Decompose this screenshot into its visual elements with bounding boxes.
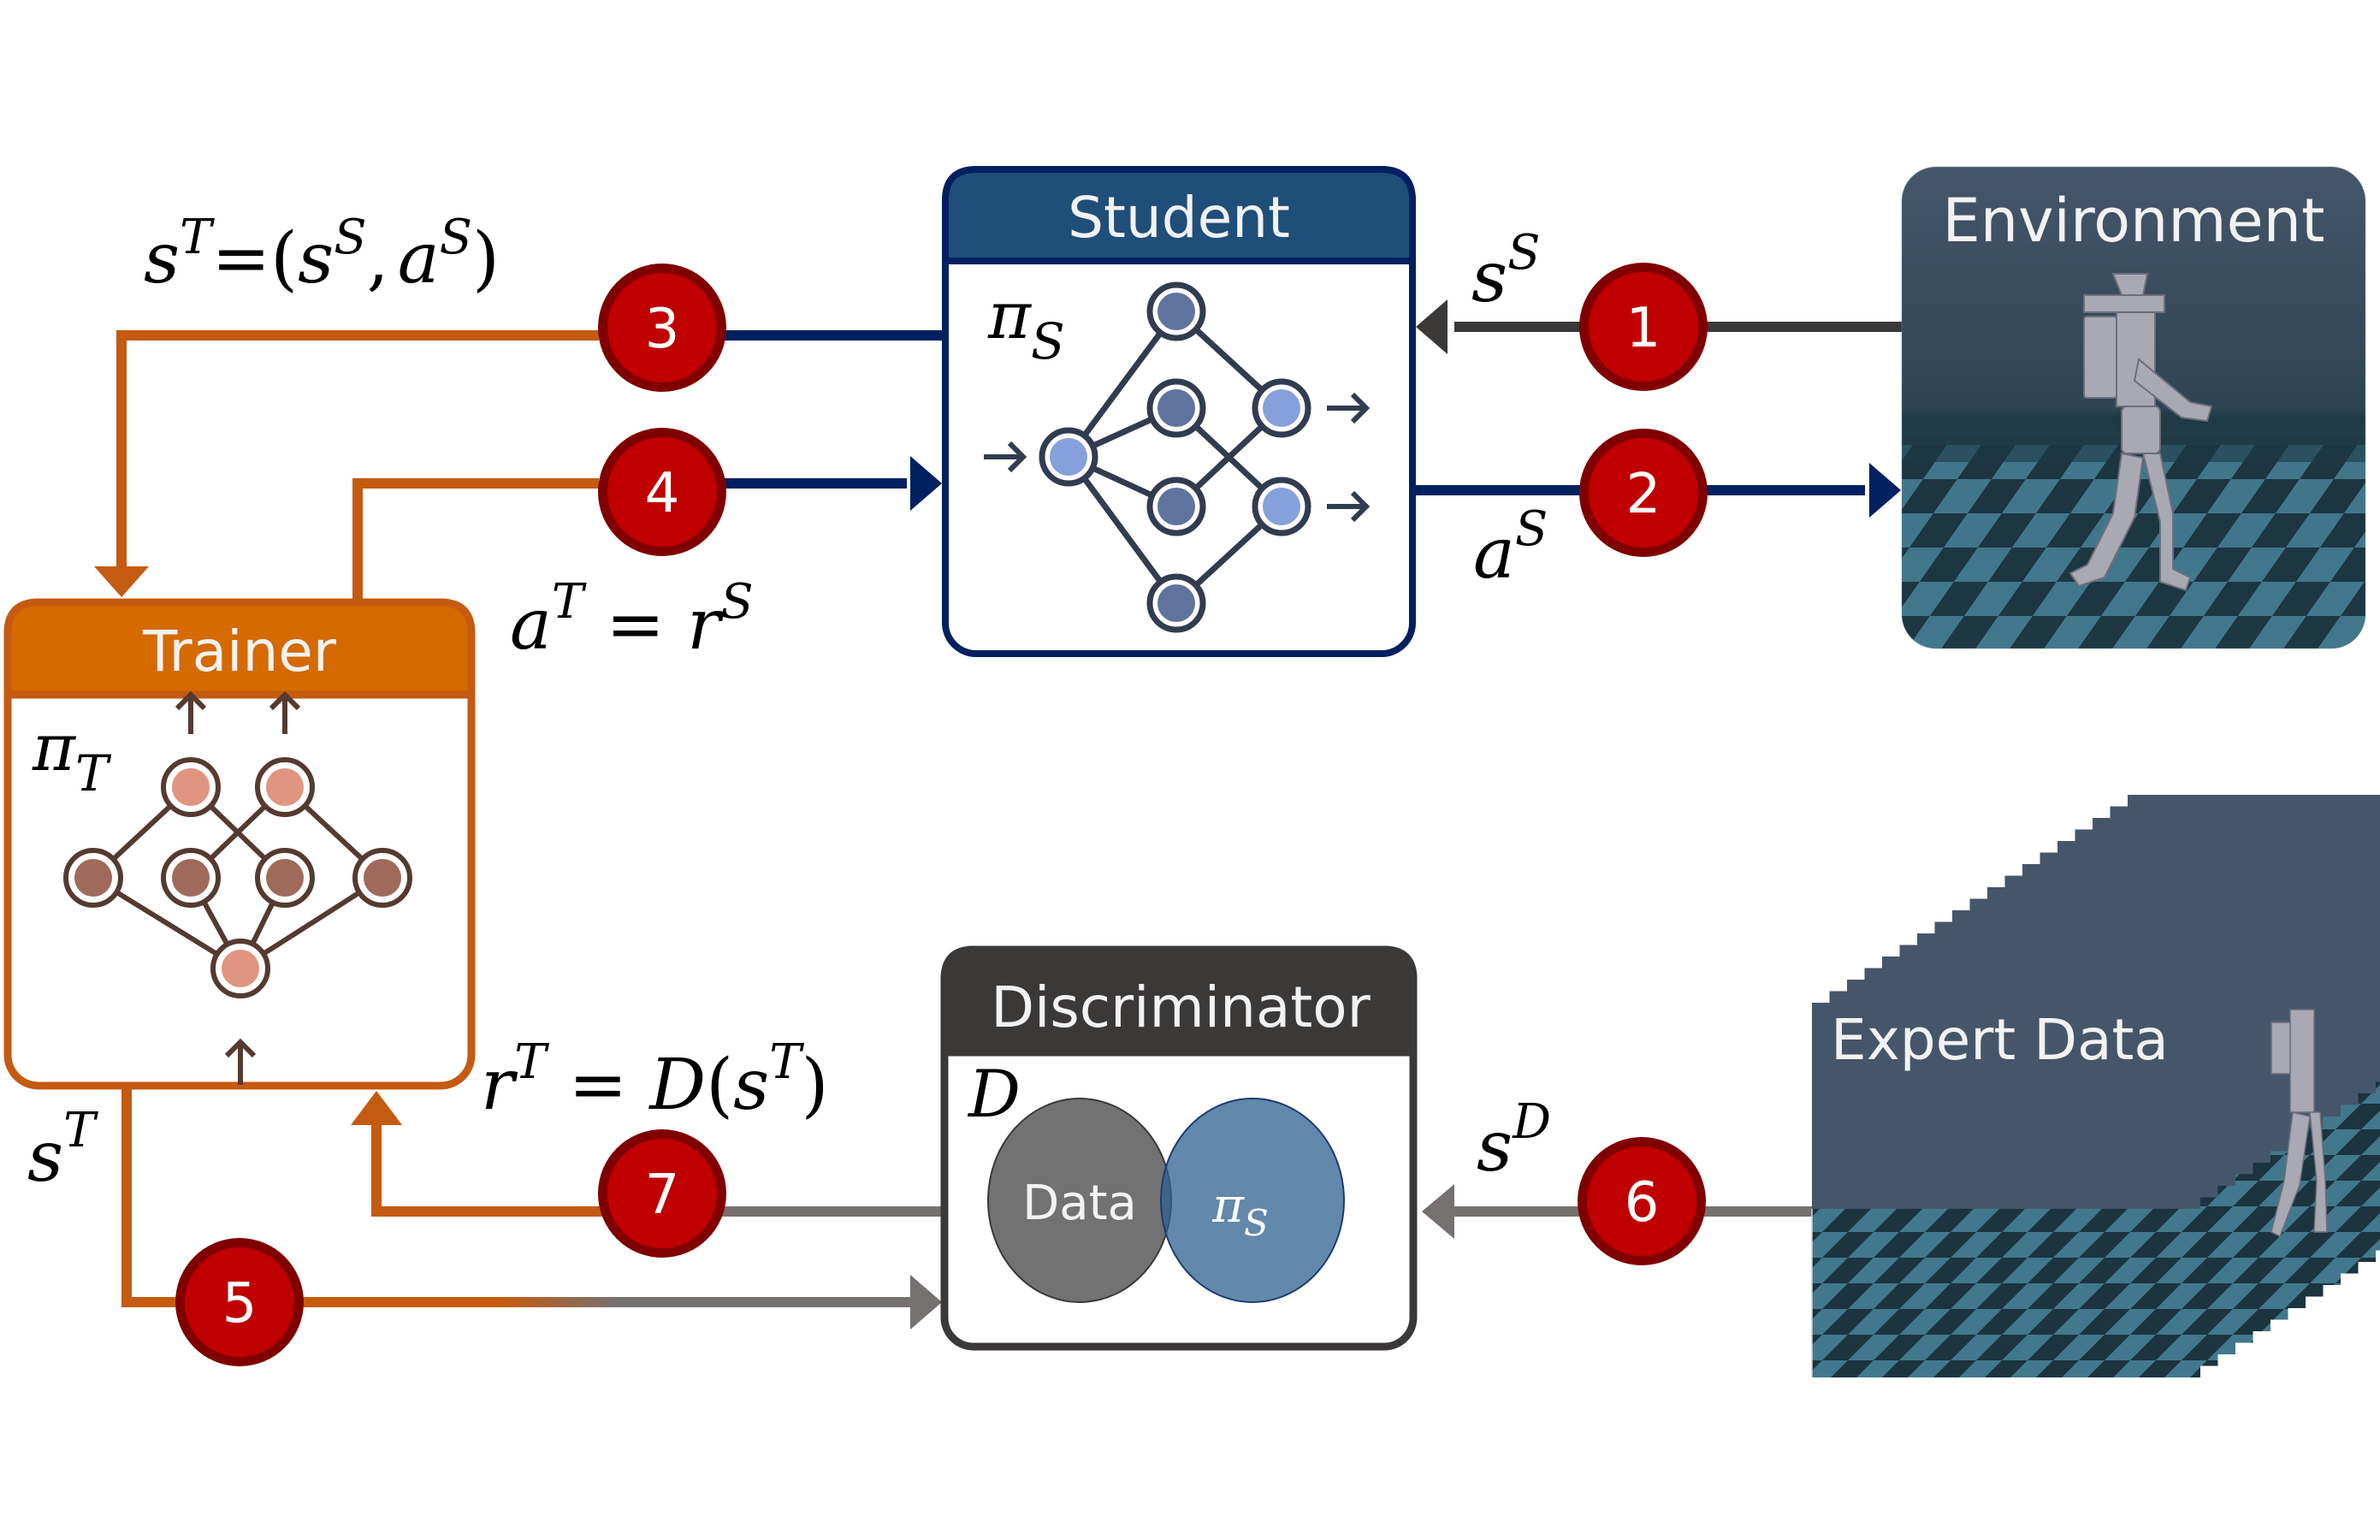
network-node xyxy=(1263,488,1300,525)
label-step-6: sD xyxy=(1477,1094,1551,1188)
badge-number: 1 xyxy=(1626,297,1661,360)
step-badge-3: 3 xyxy=(598,264,726,392)
badge-number: 5 xyxy=(222,1272,258,1336)
student-box[interactable]: Student πS xyxy=(942,166,1416,657)
network-node xyxy=(1157,389,1195,427)
step-badge-5: 5 xyxy=(175,1238,304,1366)
badge-number: 6 xyxy=(1625,1171,1660,1235)
badge-number: 4 xyxy=(645,462,680,525)
output-arrow-icon-head xyxy=(1350,392,1371,424)
discriminator-title: Discriminator xyxy=(991,974,1371,1040)
expert-frame xyxy=(1811,1003,2200,1377)
student-policy-symbol: πS xyxy=(987,277,1065,370)
environment-panel[interactable]: Environment xyxy=(1901,166,2366,649)
network-node xyxy=(74,859,112,897)
network-node xyxy=(172,859,210,897)
output-arrow-icon-head xyxy=(269,690,301,711)
step-badge-4: 4 xyxy=(598,428,726,556)
label-step-5: sT xyxy=(27,1103,98,1198)
network-node xyxy=(266,859,304,897)
trainer-header xyxy=(3,598,476,699)
label-step-7: rT = D(sT) xyxy=(481,1034,829,1126)
badge-fill xyxy=(607,1139,717,1248)
network-node xyxy=(222,950,259,987)
robot-figure xyxy=(2270,1009,2328,1238)
badge-fill xyxy=(1589,272,1698,382)
input-arrow-icon-head xyxy=(224,1038,257,1058)
step-badges: 1 2 3 4 5 6 7 xyxy=(175,263,1708,1366)
venn-data-label: Data xyxy=(1022,1176,1137,1231)
expert-data-stack[interactable] xyxy=(1811,795,2380,1377)
badge-fill xyxy=(607,437,717,547)
robot-figure xyxy=(2069,273,2213,592)
trainer-policy-symbol: πT xyxy=(32,709,112,803)
step-badge-6: 6 xyxy=(1578,1137,1706,1265)
label-step-2: aS xyxy=(1473,501,1548,595)
step-badge-1: 1 xyxy=(1579,263,1708,391)
network-edge xyxy=(1066,309,1179,459)
trainer-network-icon xyxy=(63,690,412,1085)
network-node xyxy=(1157,584,1195,622)
discriminator-box[interactable]: Discriminator D Data πS xyxy=(940,945,1418,1351)
trainer-box[interactable]: Trainer πT xyxy=(3,598,476,1090)
student-header xyxy=(942,166,1416,264)
badge-number: 2 xyxy=(1626,463,1661,526)
checkerboard-floor xyxy=(1902,445,2365,649)
step-badge-7: 7 xyxy=(598,1129,726,1258)
output-arrow-icon-head xyxy=(175,690,207,711)
badge-number: 3 xyxy=(645,298,680,361)
network-node xyxy=(266,768,304,806)
student-network-icon xyxy=(984,281,1371,633)
expert-data-title: Expert Data xyxy=(1831,1007,2169,1073)
network-node xyxy=(1157,293,1195,330)
step-badge-2: 2 xyxy=(1579,429,1708,557)
badge-fill xyxy=(1587,1146,1696,1256)
network-node xyxy=(1157,488,1195,525)
badge-number: 7 xyxy=(645,1164,680,1227)
label-step-3: sT=(sS,aS) xyxy=(144,210,500,299)
label-step-4: aT = rS xyxy=(510,574,754,666)
venn-policy-circle xyxy=(1160,1098,1345,1303)
network-node xyxy=(1263,389,1300,427)
discriminator-header xyxy=(940,945,1418,1057)
badge-fill xyxy=(607,273,717,382)
arrow-step-3 xyxy=(94,330,942,597)
network-node xyxy=(172,768,210,806)
trainer-title: Trainer xyxy=(142,619,337,684)
arrow-step-5 xyxy=(121,1087,942,1330)
network-node xyxy=(364,859,401,897)
badge-fill xyxy=(185,1247,294,1357)
network-node xyxy=(1050,438,1087,476)
badge-fill xyxy=(1589,438,1698,548)
output-arrow-icon-head xyxy=(1350,490,1371,523)
environment-title: Environment xyxy=(1943,186,2325,256)
input-arrow-icon-head xyxy=(1007,441,1027,473)
student-title: Student xyxy=(1068,185,1290,251)
discriminator-symbol: D xyxy=(967,1056,1021,1132)
label-step-1: sS xyxy=(1471,225,1540,318)
network-edge xyxy=(1066,454,1179,606)
venn-policy-label: πS xyxy=(1211,1178,1269,1244)
